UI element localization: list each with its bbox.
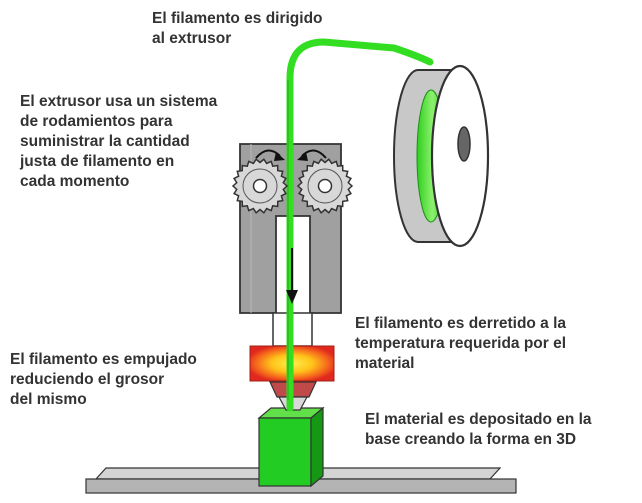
gear-icon [296,158,354,214]
label-material-deposited: El material es depositado en la base cre… [365,411,592,448]
printed-object [257,406,325,488]
arrow-down-icon [286,248,298,304]
filament [286,38,434,412]
label-filament-melted: El filamento es derretido a la temperatu… [355,315,567,372]
gear-icon [231,158,289,214]
label-filament-to-extruder: El filamento es dirigido al extrusor [152,10,323,47]
label-filament-pushed: El filamento es empujado reduciendo el g… [10,351,197,408]
spool-icon [393,64,490,248]
label-extruder-bearings: El extrusor usa un sistema de rodamiento… [20,93,218,190]
rotation-arrows [255,149,327,161]
